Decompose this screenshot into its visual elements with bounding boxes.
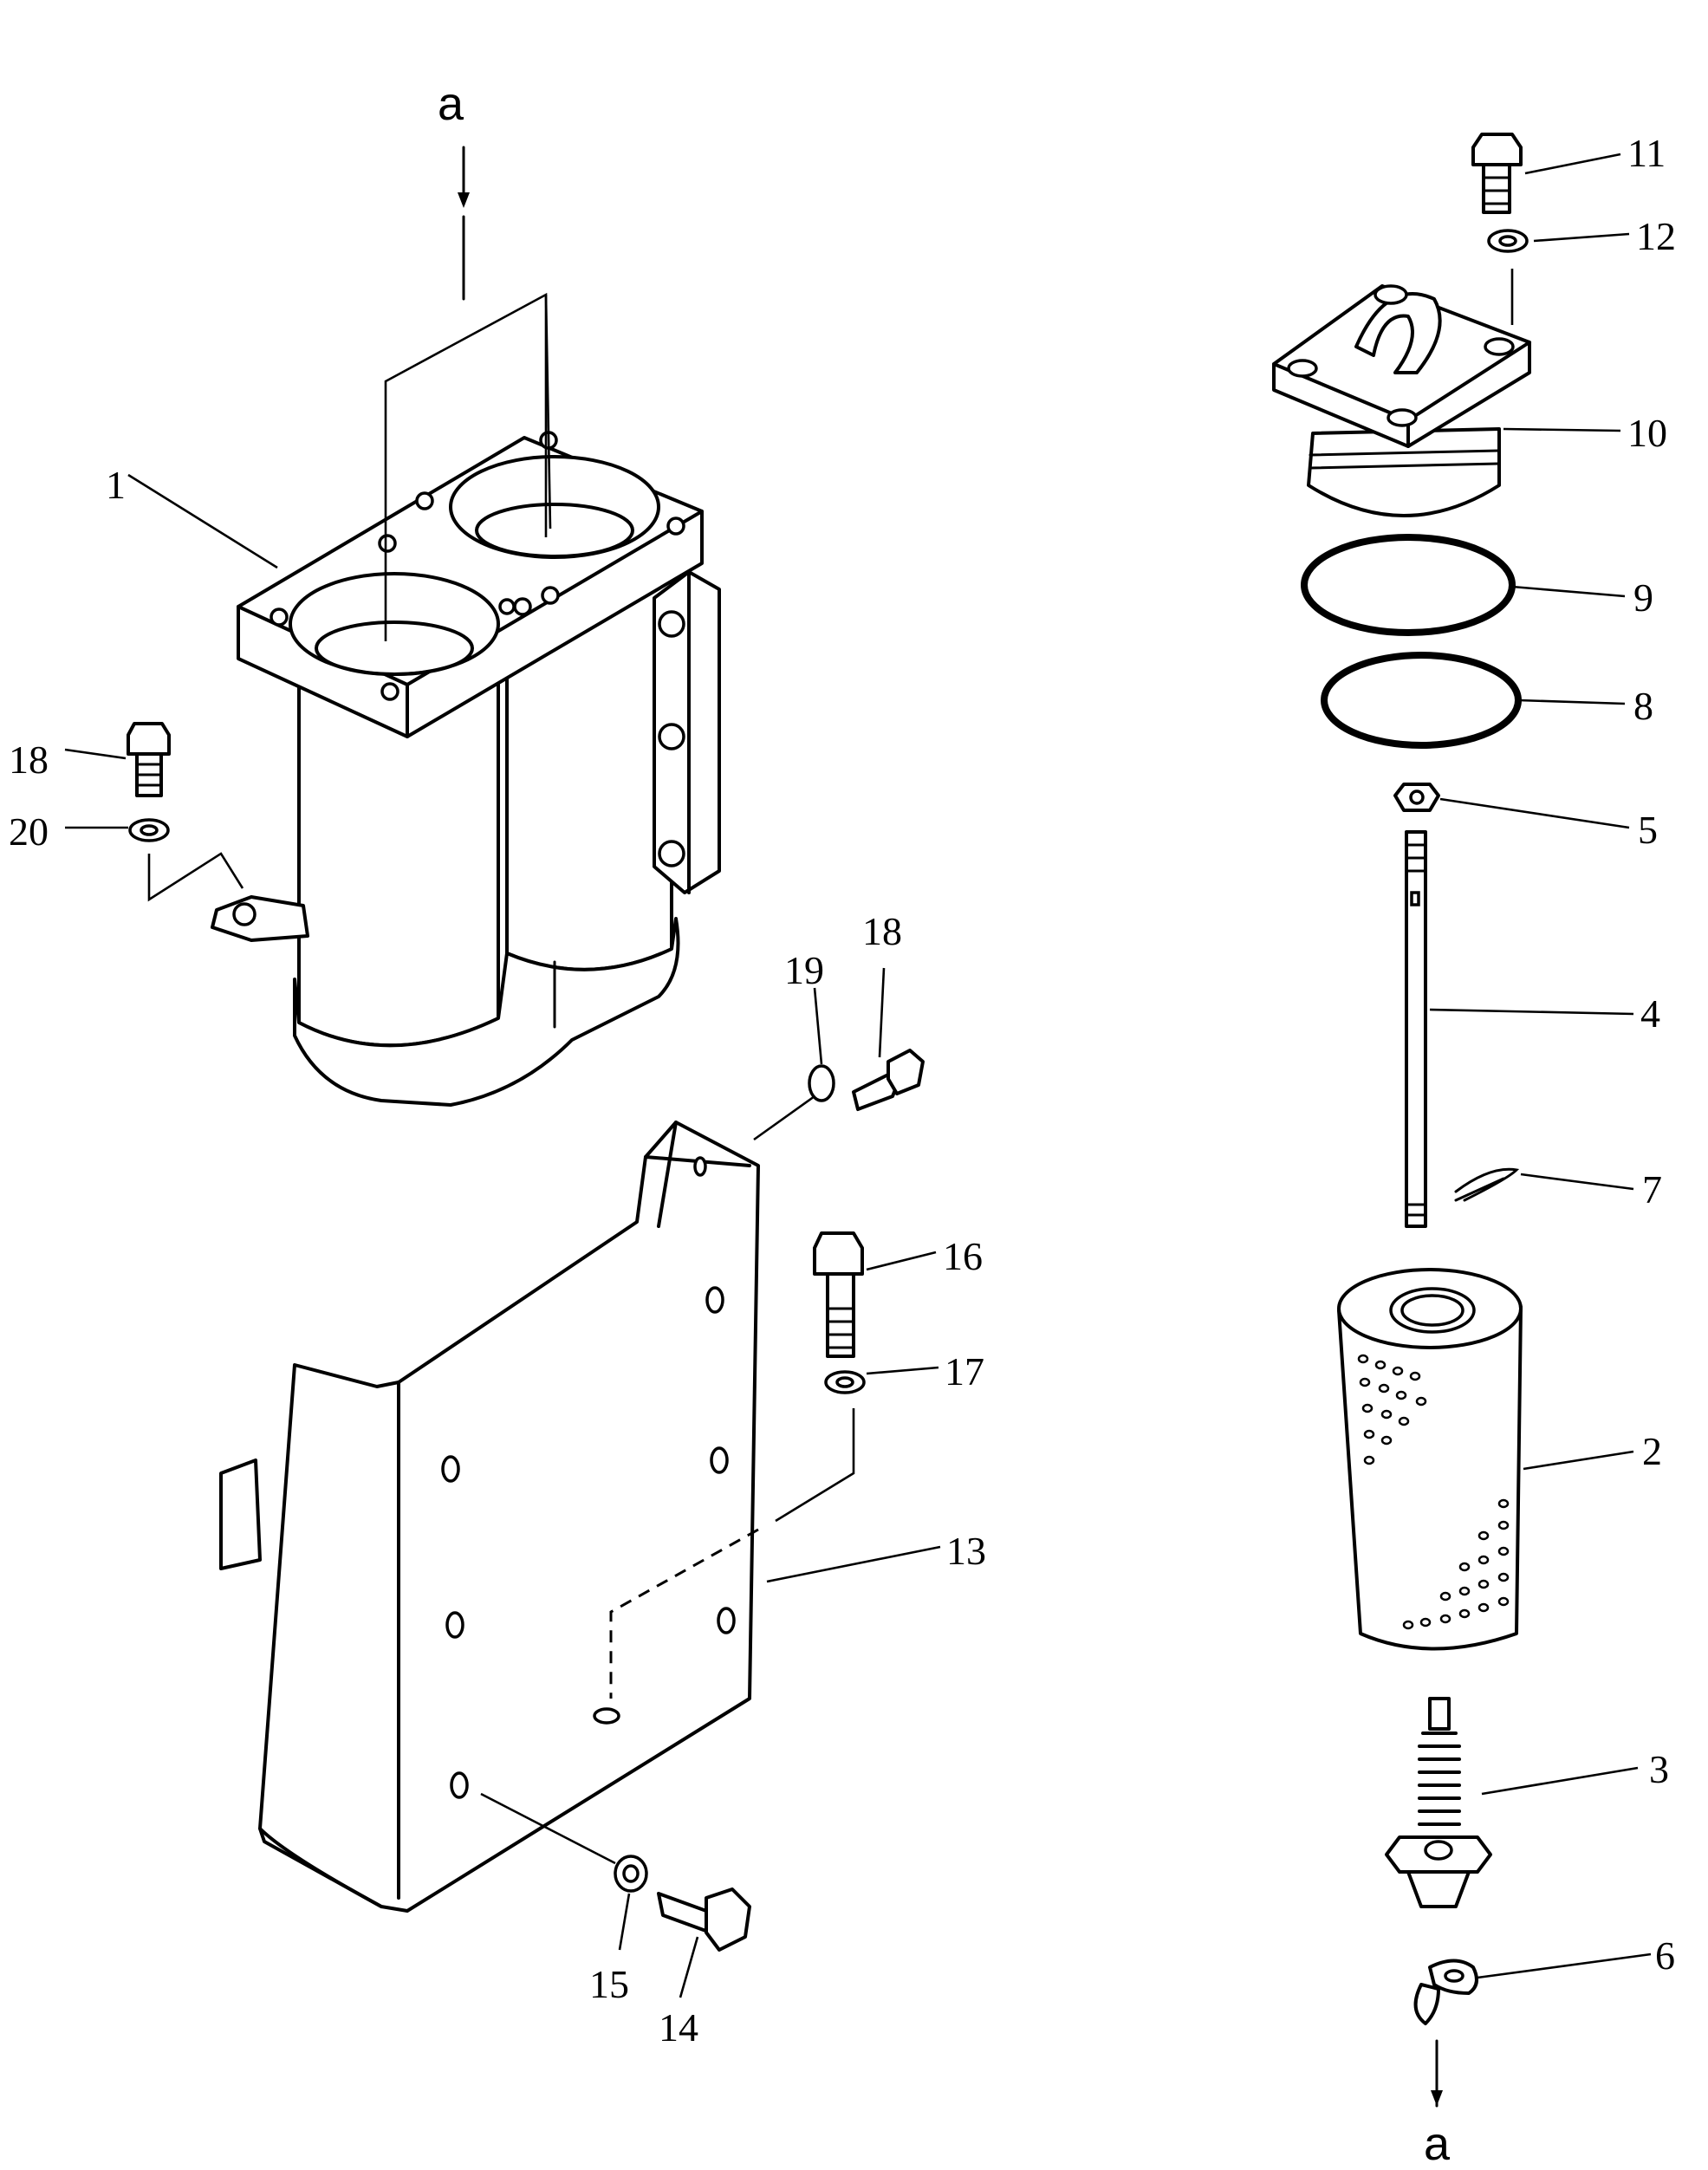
bolt-18-mid <box>852 1049 925 1111</box>
line-19-plate <box>753 1095 815 1141</box>
callout-1: 1 <box>106 463 126 507</box>
callout-15: 15 <box>589 1962 629 2006</box>
filter-perforations-bottom <box>1402 1498 1510 1630</box>
line-20-foot <box>147 852 244 902</box>
view-marker-bottom-label: a <box>1424 2118 1451 2170</box>
washer-20 <box>128 818 170 842</box>
callout-16: 16 <box>943 1234 983 1278</box>
o-ring-8 <box>1321 652 1522 749</box>
filter-cap <box>1272 284 1531 517</box>
view-marker-bottom: a <box>1424 2039 1451 2170</box>
assembly-lines-top <box>384 292 552 641</box>
callout-18-left: 18 <box>9 737 49 782</box>
filter-perforations-top <box>1357 1354 1427 1465</box>
filter-housing <box>211 431 721 1107</box>
hidden-line-17 <box>609 1528 759 1699</box>
callout-3: 3 <box>1649 1747 1669 1791</box>
leader-lines <box>64 153 1652 1998</box>
washer-17 <box>824 1370 866 1394</box>
washer-15 <box>614 1855 648 1893</box>
line-17-plate <box>775 1408 855 1523</box>
callout-6: 6 <box>1655 1933 1675 1978</box>
callout-17: 17 <box>945 1349 984 1394</box>
callout-labels: 1 18 20 18 19 16 17 13 15 14 11 12 10 9 … <box>9 131 1676 2050</box>
nut-5 <box>1393 783 1440 812</box>
center-rod-4 <box>1405 830 1427 1228</box>
bolt-16 <box>813 1231 864 1358</box>
bolt-14 <box>657 1887 751 1952</box>
callout-14: 14 <box>659 2005 698 2050</box>
callout-18-mid: 18 <box>862 909 902 953</box>
bolt-11 <box>1471 133 1523 214</box>
callout-10: 10 <box>1627 411 1667 455</box>
view-marker-top: a <box>438 78 470 301</box>
view-marker-top-label: a <box>438 78 464 130</box>
callout-5: 5 <box>1638 808 1658 852</box>
washer-12 <box>1487 229 1529 253</box>
callout-19: 19 <box>784 948 824 992</box>
callout-13: 13 <box>946 1529 986 1573</box>
callout-9: 9 <box>1633 575 1653 620</box>
callout-8: 8 <box>1633 684 1653 728</box>
callout-4: 4 <box>1640 991 1660 1036</box>
callout-7: 7 <box>1642 1167 1662 1212</box>
cotter-pin-7 <box>1454 1167 1520 1202</box>
callout-12: 12 <box>1636 214 1676 258</box>
callout-2: 2 <box>1642 1429 1662 1473</box>
bolt-18-left <box>127 722 171 797</box>
cover-plate <box>219 1121 760 1913</box>
filter-element <box>1337 1268 1523 1651</box>
o-ring-9 <box>1301 534 1516 636</box>
callout-20: 20 <box>9 809 49 854</box>
wing-nut-6 <box>1413 1959 1478 2025</box>
drain-valve-3 <box>1385 1697 1492 1908</box>
callout-11: 11 <box>1627 131 1666 175</box>
line-15-plate <box>480 1792 616 1865</box>
washer-19 <box>808 1064 835 1102</box>
